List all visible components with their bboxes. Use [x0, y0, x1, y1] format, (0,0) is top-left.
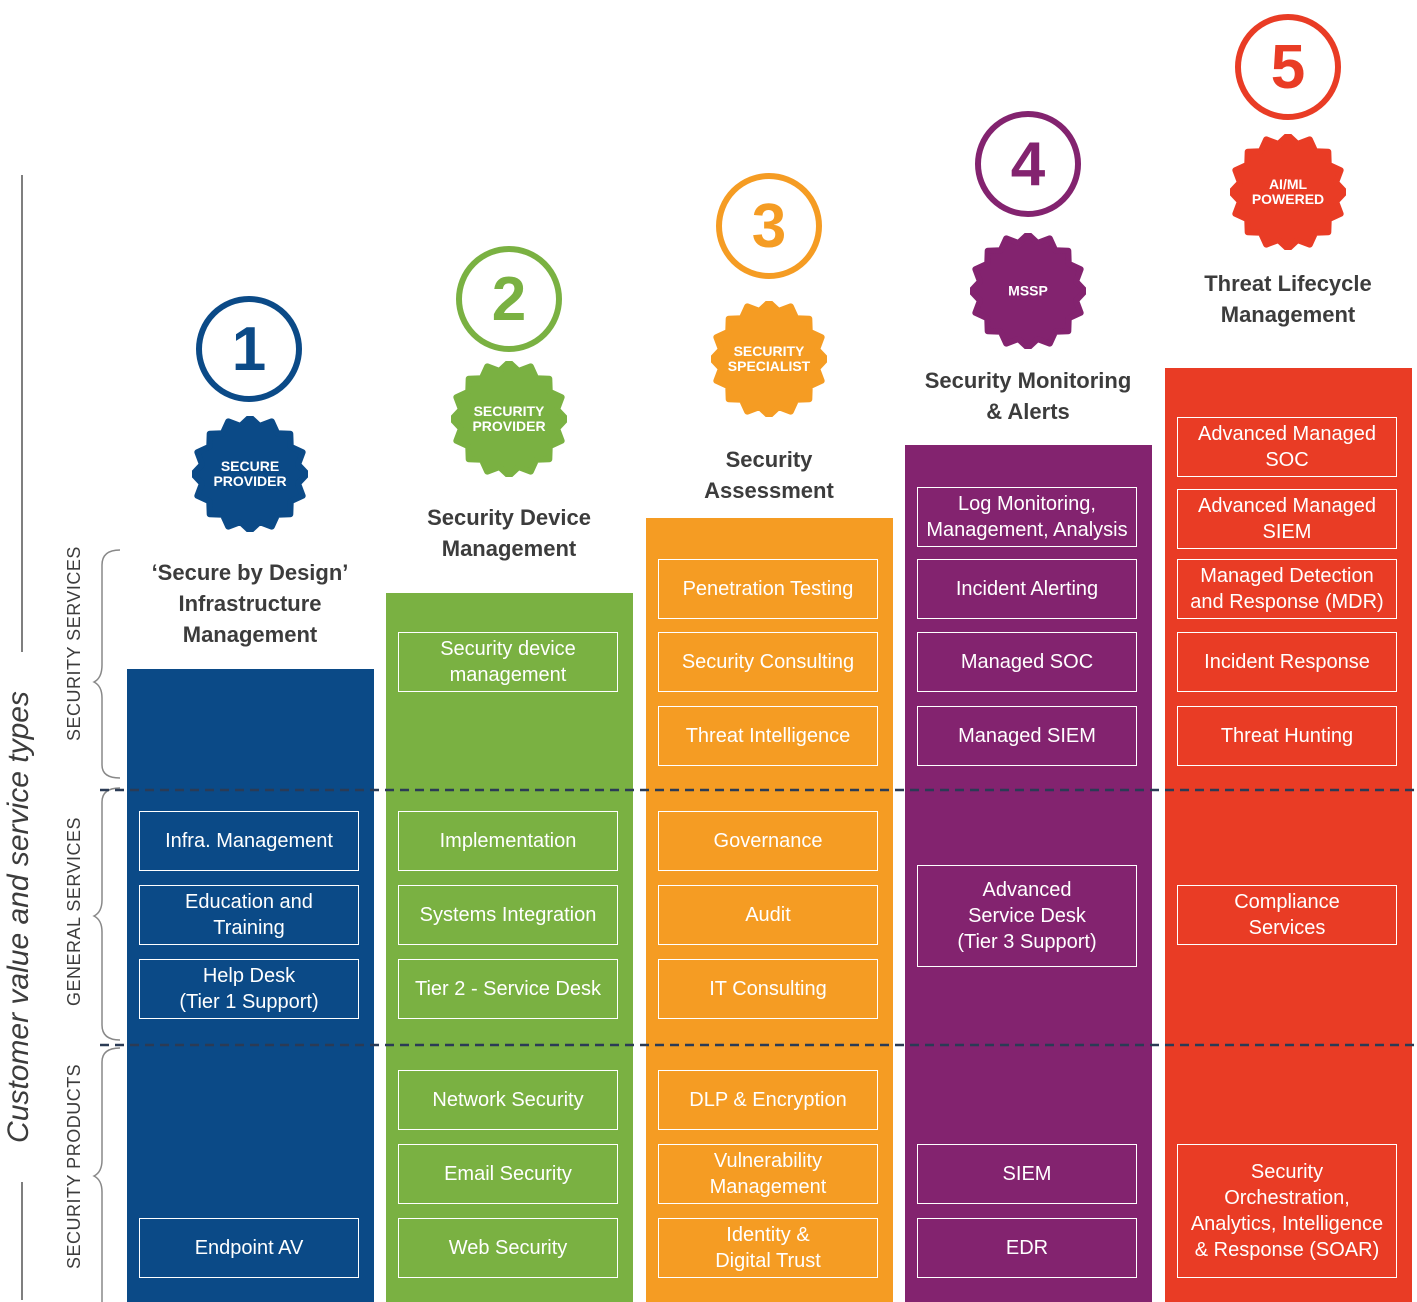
badge-secure-provider: SECURE PROVIDER [192, 416, 308, 532]
service-box: SIEM [917, 1144, 1137, 1204]
column-1-title: ‘Secure by Design’ Infrastructure Manage… [151, 560, 349, 647]
service-box: Infra. Management [139, 811, 359, 871]
badge-security-provider: SECURITY PROVIDER [451, 361, 567, 477]
service-box: Network Security [398, 1070, 618, 1130]
service-box: Help Desk (Tier 1 Support) [139, 959, 359, 1019]
badge-label: SECURITY PROVIDER [472, 403, 546, 434]
service-box: Penetration Testing [658, 559, 878, 619]
service-box: DLP & Encryption [658, 1070, 878, 1130]
seal-icon [192, 416, 308, 532]
seal-icon [451, 361, 567, 477]
service-box: Managed SIEM [917, 706, 1137, 766]
service-box: Threat Intelligence [658, 706, 878, 766]
column-2-title: Security Device Management [427, 505, 591, 561]
number-5-circle: 5 [1235, 14, 1341, 120]
badge-mssp: MSSP [970, 233, 1086, 349]
service-box: Incident Response [1177, 632, 1397, 692]
service-box: Systems Integration [398, 885, 618, 945]
column-4-title: Security Monitoring & Alerts [924, 368, 1132, 424]
service-box: Tier 2 - Service Desk [398, 959, 618, 1019]
column-5-bar [1165, 368, 1412, 1302]
service-box: Education and Training [139, 885, 359, 945]
service-box: Log Monitoring, Management, Analysis [917, 487, 1137, 547]
seal-icon [711, 301, 827, 417]
column-3-title: Security Assessment [704, 447, 834, 503]
column-5-title: Threat Lifecycle Management [1204, 271, 1372, 327]
seal-icon [1230, 134, 1346, 250]
service-box: Advanced Managed SOC [1177, 417, 1397, 477]
section-brackets [92, 549, 121, 1302]
service-box: Implementation [398, 811, 618, 871]
badge-ai-ml-powered: AI/ML POWERED [1230, 134, 1346, 250]
badge-label: SECURE PROVIDER [213, 458, 287, 489]
service-box: EDR [917, 1218, 1137, 1278]
service-box: Managed Detection and Response (MDR) [1177, 559, 1397, 619]
service-box: Advanced Service Desk (Tier 3 Support) [917, 865, 1137, 967]
service-box: Compliance Services [1177, 885, 1397, 945]
service-box: Email Security [398, 1144, 618, 1204]
number-2-circle: 2 [456, 246, 562, 352]
service-box: Endpoint AV [139, 1218, 359, 1278]
number-1-circle: 1 [196, 296, 302, 402]
column-4-bar [905, 445, 1152, 1302]
column-1-bar [127, 669, 374, 1302]
service-box: IT Consulting [658, 959, 878, 1019]
service-box: Threat Hunting [1177, 706, 1397, 766]
service-box: Vulnerability Management [658, 1144, 878, 1204]
number-3-circle: 3 [716, 173, 822, 279]
badge-label: SECURITY SPECIALIST [727, 343, 811, 374]
service-box: Audit [658, 885, 878, 945]
service-box: Identity & Digital Trust [658, 1218, 878, 1278]
service-box: Security Consulting [658, 632, 878, 692]
seal-icon [970, 233, 1086, 349]
service-box: Security device management [398, 632, 618, 692]
badge-security-specialist: SECURITY SPECIALIST [711, 301, 827, 417]
badge-label: AI/ML POWERED [1251, 176, 1325, 207]
badge-label: MSSP [1008, 282, 1048, 299]
service-box: Incident Alerting [917, 559, 1137, 619]
column-2-bar [386, 593, 633, 1302]
number-4-circle: 4 [975, 111, 1081, 217]
service-box: Managed SOC [917, 632, 1137, 692]
service-box: Advanced Managed SIEM [1177, 489, 1397, 549]
service-box: Web Security [398, 1218, 618, 1278]
column-3-bar [646, 518, 893, 1302]
service-box: Governance [658, 811, 878, 871]
service-box: Security Orchestration, Analytics, Intel… [1177, 1144, 1397, 1278]
